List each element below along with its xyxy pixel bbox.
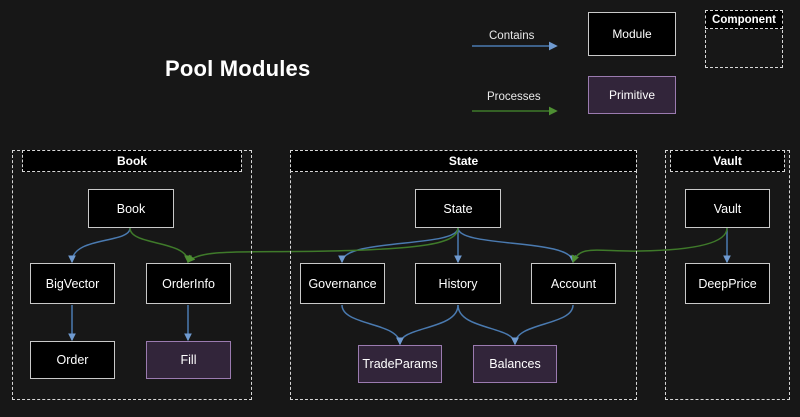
node-vault[interactable]: Vault [685,189,770,228]
node-state[interactable]: State [415,189,501,228]
node-fill[interactable]: Fill [146,341,231,379]
node-tradeparams[interactable]: TradeParams [358,345,442,383]
node-bigvector[interactable]: BigVector [30,263,115,304]
node-deepprice[interactable]: DeepPrice [685,263,770,304]
node-book[interactable]: Book [88,189,174,228]
node-order[interactable]: Order [30,341,115,379]
node-governance[interactable]: Governance [300,263,385,304]
legend-component-label: Component [705,10,783,29]
legend-contains-label: Contains [489,30,535,42]
group-state-label: State [290,150,637,172]
node-account[interactable]: Account [531,263,616,304]
group-book-label: Book [22,150,242,172]
node-history[interactable]: History [415,263,501,304]
node-balances[interactable]: Balances [473,345,557,383]
legend-processes-label: Processes [487,91,541,103]
node-orderinfo[interactable]: OrderInfo [146,263,231,304]
legend-module-box: Module [588,12,676,56]
page-title: Pool Modules [165,56,311,81]
group-vault-label: Vault [670,150,785,172]
legend-primitive-box: Primitive [588,76,676,114]
